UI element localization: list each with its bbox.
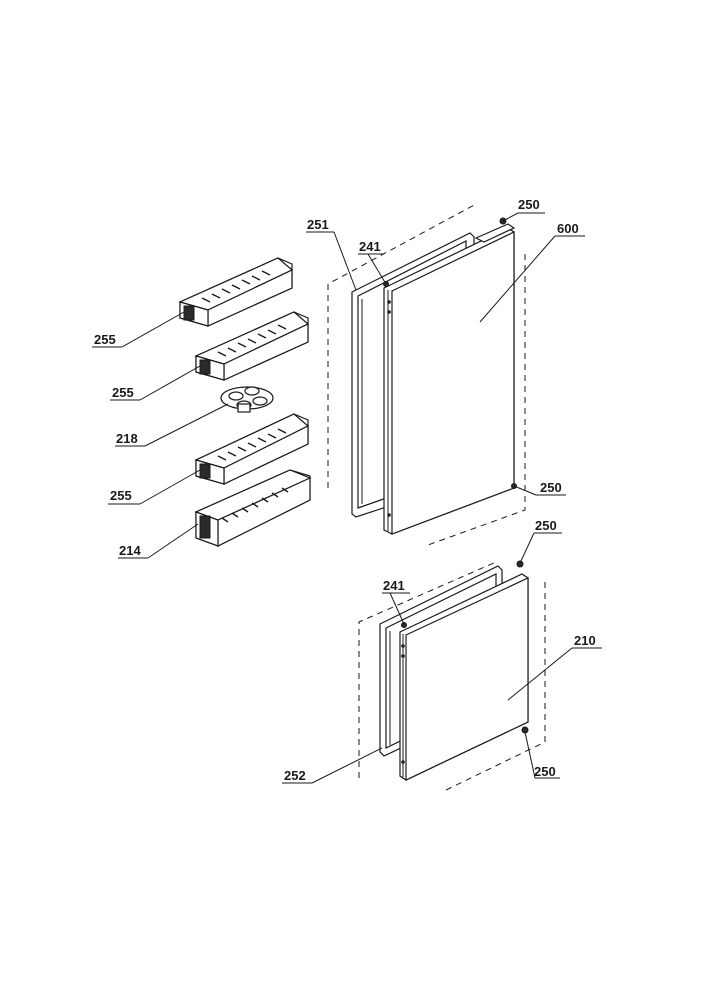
label-241-upper: 241 — [359, 239, 381, 254]
label-251: 251 — [307, 217, 329, 232]
lower-door-assembly — [358, 560, 546, 791]
upper-door-assembly — [327, 203, 526, 546]
bottle-shelf — [194, 469, 312, 547]
label-218: 218 — [116, 431, 138, 446]
label-250-upper-bottom: 250 — [540, 480, 562, 495]
door-shelf-3 — [194, 413, 310, 485]
upper-door-dashed-outline-right — [427, 254, 526, 546]
label-600: 600 — [557, 221, 579, 236]
label-250-upper-top: 250 — [518, 197, 540, 212]
label-255-second: 255 — [112, 385, 134, 400]
label-250-lower-top: 250 — [535, 518, 557, 533]
shelf-3-slots — [217, 428, 287, 461]
lower-hinge-bush-top — [516, 560, 524, 568]
upper-door-dashed-outline — [327, 203, 477, 488]
shelf-1-slots — [201, 270, 271, 303]
lower-door-dashed-outline-right — [445, 582, 546, 791]
egg-tray — [220, 386, 274, 413]
label-255-third: 255 — [110, 488, 132, 503]
label-250-lower-bottom: 250 — [534, 764, 556, 779]
shelf-2-slots — [217, 324, 287, 357]
label-210: 210 — [574, 633, 596, 648]
door-shelf-2 — [194, 311, 310, 381]
leader-lines — [92, 212, 602, 784]
label-241-lower: 241 — [383, 578, 405, 593]
label-252: 252 — [284, 768, 306, 783]
lower-door-panel — [399, 573, 529, 781]
part-labels: 250 600 251 241 255 255 218 255 214 250 … — [94, 197, 596, 783]
door-shelf-1 — [178, 257, 294, 327]
lower-door-dashed-outline — [358, 561, 497, 778]
label-255-first: 255 — [94, 332, 116, 347]
bottle-shelf-slots — [221, 487, 289, 523]
label-214: 214 — [119, 543, 141, 558]
lower-gasket-clip — [401, 622, 407, 628]
